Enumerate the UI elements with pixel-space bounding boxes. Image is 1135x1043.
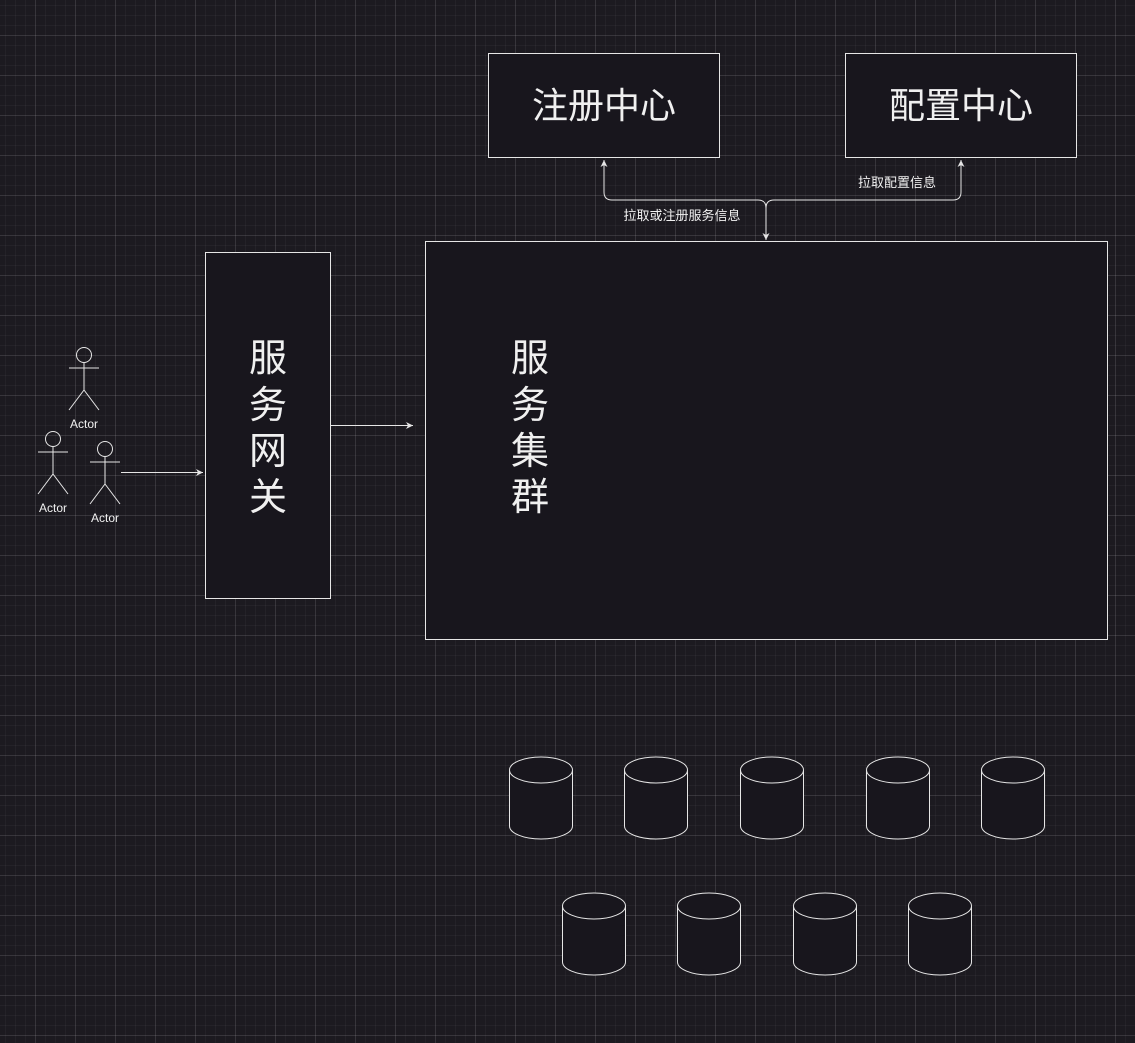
cluster-label-char-1: 服 (511, 336, 549, 380)
actor-label: Actor (70, 417, 98, 431)
database-cylinder[interactable] (908, 892, 972, 976)
database-group (509, 756, 1045, 976)
database-cylinder[interactable] (793, 892, 857, 976)
database-cylinder[interactable] (624, 756, 688, 840)
service-cluster-node[interactable]: 服 务 集 群 (425, 241, 1108, 640)
gateway-label-char-1: 服 (249, 336, 287, 380)
edge-cluster-config[interactable] (765, 160, 965, 209)
config-center-label: 配置中心 (889, 86, 1033, 127)
actor-figure[interactable] (89, 441, 121, 505)
actor-head-icon (97, 441, 113, 457)
gateway-label-char-4: 关 (249, 475, 287, 519)
database-cylinder[interactable] (509, 756, 573, 840)
database-cylinder[interactable] (677, 892, 741, 976)
gateway-label-char-3: 网 (249, 429, 287, 473)
database-cylinder[interactable] (740, 756, 804, 840)
actor-figure[interactable] (68, 347, 100, 411)
actor-head-icon (45, 431, 61, 447)
actor-label: Actor (91, 511, 119, 525)
registry-center-label: 注册中心 (532, 86, 676, 127)
actor-figure[interactable] (37, 431, 69, 495)
actor-label: Actor (39, 501, 67, 515)
cluster-label-char-3: 集 (511, 429, 549, 473)
database-cylinder[interactable] (981, 756, 1045, 840)
actor-head-icon (76, 347, 92, 363)
edge-label-config: 拉取配置信息 (858, 175, 936, 191)
database-cylinder[interactable] (866, 756, 930, 840)
database-cylinder[interactable] (562, 892, 626, 976)
config-center-node[interactable]: 配置中心 (845, 53, 1077, 158)
edge-label-registry: 拉取或注册服务信息 (623, 208, 740, 224)
edge-cluster-registry[interactable] (600, 160, 770, 240)
cluster-label-char-4: 群 (511, 475, 549, 519)
registry-center-node[interactable]: 注册中心 (488, 53, 720, 158)
gateway-label-char-2: 务 (249, 383, 287, 427)
cluster-label-char-2: 务 (511, 383, 549, 427)
service-gateway-node[interactable]: 服 务 网 关 (205, 252, 331, 599)
